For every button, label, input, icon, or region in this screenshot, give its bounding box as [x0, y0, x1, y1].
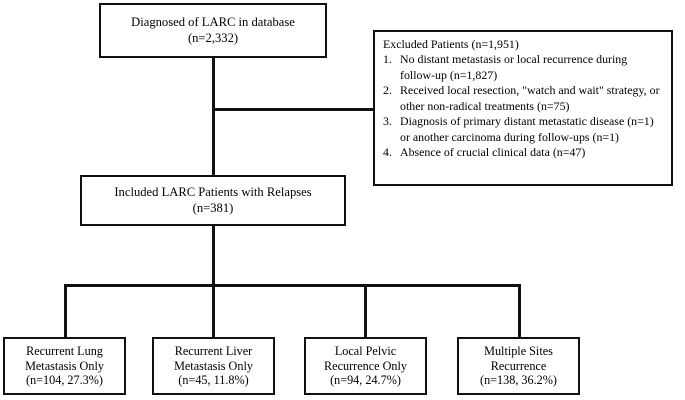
node-outcome-pelvic-stats: (n=94, 24.7%): [330, 373, 401, 388]
node-outcome-liver-line1: Recurrent Liver: [174, 343, 253, 358]
connector-drop-liver: [212, 284, 215, 339]
node-excluded: Excluded Patients (n=1,951) 1. No distan…: [373, 30, 673, 186]
node-outcome-pelvic: Local Pelvic Recurrence Only (n=94, 24.7…: [304, 337, 427, 395]
excluded-reason-1: 1. No distant metastasis or local recurr…: [383, 52, 664, 83]
connector-included-stem: [212, 226, 215, 286]
node-outcome-pelvic-line1: Local Pelvic: [334, 343, 397, 358]
node-outcome-pelvic-line2: Recurrence Only: [324, 358, 407, 373]
node-outcome-multiple-line2: Recurrence: [490, 358, 547, 373]
node-diagnosed-line1: Diagnosed of LARC in database: [131, 15, 295, 30]
node-outcome-liver-line2: Metastasis Only: [174, 358, 253, 373]
excluded-reason-2: 2. Received local resection, "watch and …: [383, 83, 664, 114]
connector-drop-lung: [64, 284, 67, 339]
node-outcome-multiple-stats: (n=138, 36.2%): [480, 373, 557, 388]
node-outcome-liver: Recurrent Liver Metastasis Only (n=45, 1…: [152, 337, 275, 395]
excluded-reason-1-number: 1.: [383, 52, 392, 67]
excluded-reason-3-text: Diagnosis of primary distant metastatic …: [400, 114, 654, 144]
node-diagnosed-count: (n=2,332): [187, 30, 239, 45]
connector-drop-pelvic: [364, 284, 367, 339]
node-excluded-heading: Excluded Patients (n=1,951): [383, 37, 519, 51]
excluded-reason-list: 1. No distant metastasis or local recurr…: [383, 52, 664, 160]
excluded-reason-1-text: No distant metastasis or local recurrenc…: [400, 52, 628, 82]
node-outcome-liver-stats: (n=45, 11.8%): [178, 373, 249, 388]
node-outcome-multiple: Multiple Sites Recurrence (n=138, 36.2%): [457, 337, 580, 395]
connector-excluded-branch: [212, 108, 375, 111]
excluded-reason-3-number: 3.: [383, 114, 392, 129]
excluded-reason-4-text: Absence of crucial clinical data (n=47): [400, 145, 586, 160]
node-included-count: (n=381): [192, 200, 234, 215]
connector-diagnosed-stem: [212, 58, 215, 177]
node-outcome-lung: Recurrent Lung Metastasis Only (n=104, 2…: [3, 337, 126, 395]
node-included: Included LARC Patients with Relapses (n=…: [80, 175, 346, 226]
node-outcome-lung-line2: Metastasis Only: [25, 358, 104, 373]
excluded-reason-4: 4. Absence of crucial clinical data (n=4…: [383, 145, 664, 160]
node-outcome-lung-line1: Recurrent Lung: [26, 343, 103, 358]
node-outcome-lung-stats: (n=104, 27.3%): [26, 373, 103, 388]
node-included-line1: Included LARC Patients with Relapses: [114, 185, 312, 200]
node-outcome-multiple-line1: Multiple Sites: [484, 343, 553, 358]
excluded-reason-2-number: 2.: [383, 83, 392, 98]
excluded-reason-2-text: Received local resection, "watch and wai…: [400, 83, 660, 113]
excluded-reason-3: 3. Diagnosis of primary distant metastat…: [383, 114, 664, 145]
node-diagnosed: Diagnosed of LARC in database (n=2,332): [99, 3, 327, 58]
connector-drop-multi: [518, 284, 521, 339]
connector-outcome-bus: [64, 284, 521, 287]
excluded-reason-4-number: 4.: [383, 145, 392, 160]
